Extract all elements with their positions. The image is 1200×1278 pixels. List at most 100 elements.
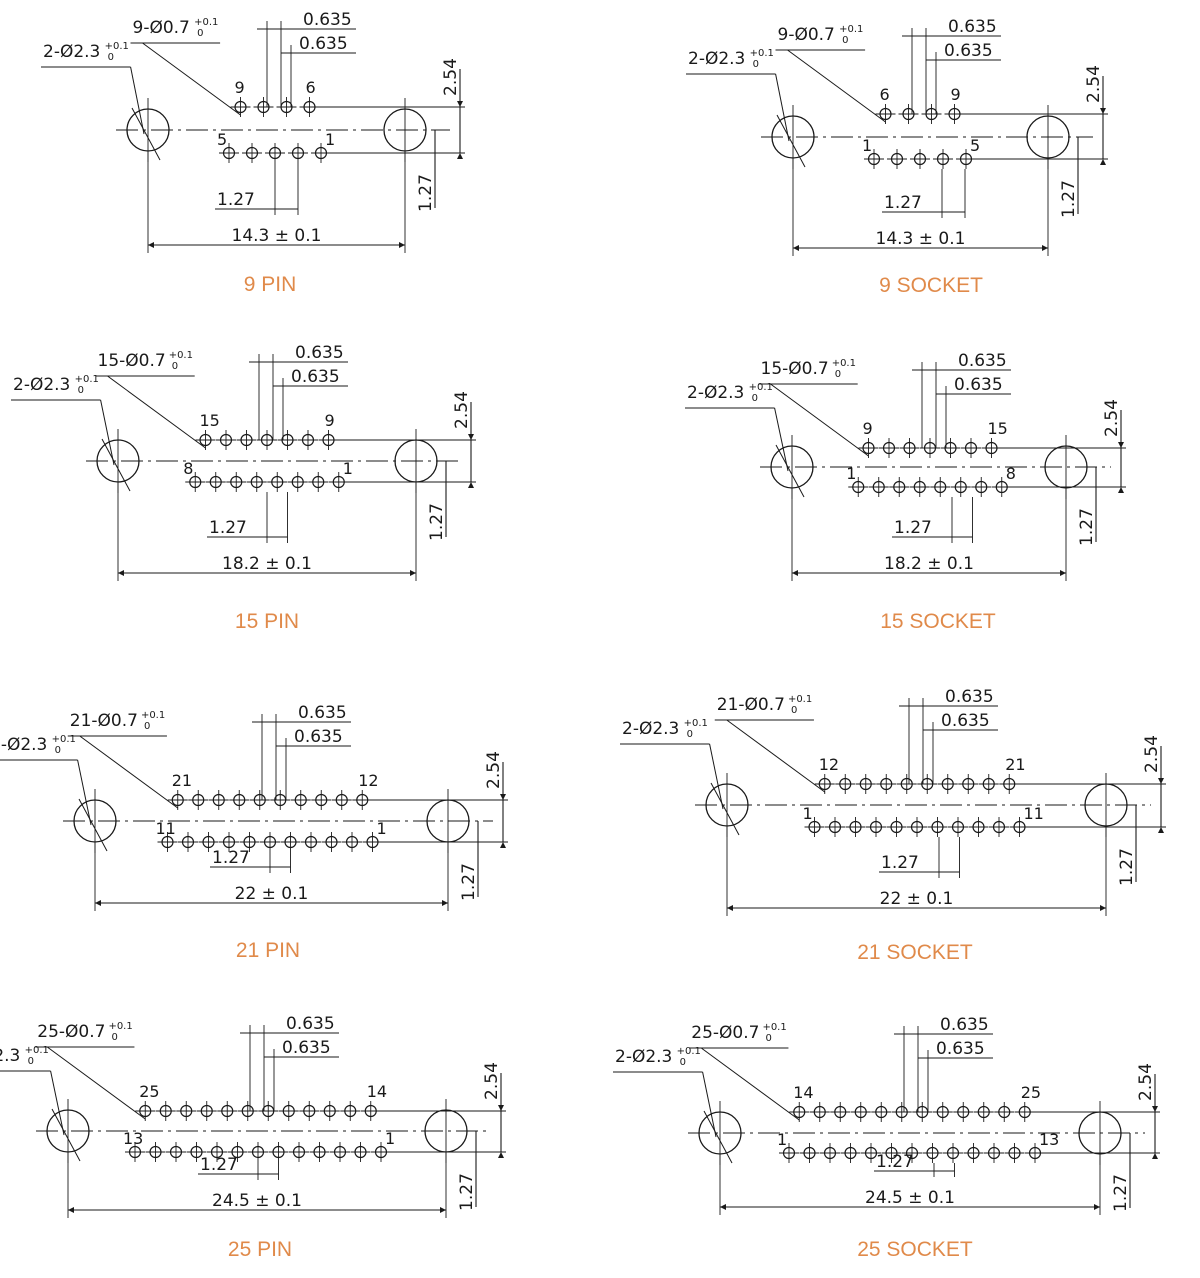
- pin-number-top-right: 12: [358, 771, 378, 790]
- dimension-arrow: [1100, 159, 1106, 165]
- pin-number-bottom-right: 8: [1006, 464, 1016, 483]
- dim-half-gap: 1.27: [1077, 508, 1097, 546]
- dim-offset-b: 0.635: [954, 375, 1003, 395]
- pin-number-top-left: 25: [139, 1082, 159, 1101]
- pin-number-top-right: 25: [1021, 1083, 1041, 1102]
- dimension-arrow: [720, 1204, 726, 1210]
- dim-row-gap: 2.54: [452, 391, 472, 429]
- mounting-hole-leader: [775, 444, 805, 498]
- dim-pitch: 1.27: [212, 848, 250, 868]
- dimension-arrow: [457, 101, 463, 107]
- mount-hole-callout-tol-zero: 0: [752, 393, 758, 404]
- mount-hole-callout-tol-zero: 0: [28, 1056, 34, 1067]
- dim-half-gap: 1.27: [459, 863, 479, 901]
- caption-15-socket: 15 SOCKET: [880, 610, 996, 633]
- dim-offset-a: 0.635: [295, 343, 344, 363]
- dimension-arrow: [1118, 442, 1124, 448]
- mount-hole-callout: 2-Ø2.3: [622, 719, 679, 739]
- pin-number-bottom-right: 1: [385, 1129, 395, 1148]
- dim-row-gap: 2.54: [1084, 65, 1104, 103]
- callout-leader: [107, 375, 206, 449]
- contact-hole-callout: 9-Ø0.7: [133, 18, 190, 38]
- dim-offset-b: 0.635: [291, 367, 340, 387]
- dimension-arrow: [1118, 487, 1124, 493]
- pin-number-top-left: 9: [863, 419, 873, 438]
- contact-hole-callout-tol-zero: 0: [172, 361, 178, 372]
- mount-hole-callout-tol-plus: +0.1: [750, 48, 774, 59]
- dim-overall: 14.3 ± 0.1: [232, 226, 322, 246]
- pin-number-bottom-left: 1: [846, 464, 856, 483]
- mount-hole-callout: 2-Ø2.3: [687, 383, 744, 403]
- contact-hole-callout-tol-plus: +0.1: [839, 24, 863, 35]
- dim-offset-b: 0.635: [299, 34, 348, 54]
- mount-hole-callout: 2-Ø2.3: [0, 1046, 20, 1066]
- pin-number-top-left: 6: [880, 85, 890, 104]
- contact-hole-callout-tol-zero: 0: [791, 705, 797, 716]
- contact-hole-callout: 21-Ø0.7: [70, 711, 138, 731]
- dimension-arrow: [468, 434, 474, 440]
- mount-hole-callout-tol-plus: +0.1: [684, 718, 708, 729]
- pin-number-bottom-left: 11: [156, 819, 176, 838]
- dim-offset-a: 0.635: [948, 17, 997, 37]
- callout-leader: [50, 1070, 65, 1136]
- dim-pitch: 1.27: [217, 190, 255, 210]
- callout-leader: [702, 1071, 717, 1138]
- dim-row-gap: 2.54: [484, 751, 504, 789]
- pin-number-top-left: 9: [235, 78, 245, 97]
- dim-offset-a: 0.635: [945, 687, 994, 707]
- contact-hole-callout-tol-zero: 0: [835, 369, 841, 380]
- pin-number-bottom-right: 1: [377, 819, 387, 838]
- contact-hole-callout-tol-plus: +0.1: [832, 358, 856, 369]
- dimension-arrow: [1158, 827, 1164, 833]
- pin-number-top-left: 21: [172, 771, 192, 790]
- mount-hole-callout: 2-Ø2.3: [0, 735, 47, 755]
- dim-offset-b: 0.635: [936, 1039, 985, 1059]
- dim-overall: 24.5 ± 0.1: [212, 1191, 302, 1211]
- pin-number-bottom-left: 1: [803, 804, 813, 823]
- mount-hole-callout-tol-plus: +0.1: [52, 734, 76, 745]
- pin-number-bottom-left: 1: [777, 1130, 787, 1149]
- mount-hole-callout: 2-Ø2.3: [615, 1047, 672, 1067]
- mount-hole-callout: 2-Ø2.3: [688, 49, 745, 69]
- dim-overall: 24.5 ± 0.1: [865, 1188, 955, 1208]
- dimension-arrow: [500, 794, 506, 800]
- caption-9-pin: 9 PIN: [244, 273, 297, 296]
- pin-number-bottom-right: 1: [325, 130, 335, 149]
- dimension-arrow: [410, 570, 416, 576]
- callout-leader: [77, 759, 92, 826]
- dim-half-gap: 1.27: [1059, 180, 1079, 218]
- pin-number-bottom-right: 13: [1039, 1130, 1059, 1149]
- dim-row-gap: 2.54: [1102, 399, 1122, 437]
- dim-row-gap: 2.54: [482, 1062, 502, 1100]
- mounting-hole-leader: [78, 798, 108, 852]
- contact-hole-callout-tol-plus: +0.1: [762, 1022, 786, 1033]
- dim-pitch: 1.27: [209, 518, 247, 538]
- contact-hole-callout-tol-plus: +0.1: [108, 1021, 132, 1032]
- pin-number-top-right: 9: [951, 85, 961, 104]
- caption-21-pin: 21 PIN: [236, 939, 300, 962]
- pin-number-top-right: 21: [1005, 755, 1025, 774]
- mount-hole-callout: 2-Ø2.3: [43, 42, 100, 62]
- dimension-arrow: [148, 242, 154, 248]
- contact-hole-callout-tol-plus: +0.1: [141, 710, 165, 721]
- dim-overall: 14.3 ± 0.1: [876, 229, 966, 249]
- pin-number-top-left: 15: [200, 411, 220, 430]
- callout-leader: [79, 735, 179, 809]
- mount-hole-callout-tol-zero: 0: [687, 729, 693, 740]
- dimension-arrow: [500, 842, 506, 848]
- dimension-arrow: [457, 153, 463, 159]
- dimension-arrow: [1100, 108, 1106, 114]
- dim-offset-b: 0.635: [282, 1038, 331, 1058]
- dim-row-gap: 2.54: [1142, 735, 1162, 773]
- dimension-arrow: [498, 1105, 504, 1111]
- pin-number-bottom-right: 11: [1024, 804, 1044, 823]
- dim-half-gap: 1.27: [416, 174, 436, 212]
- dim-offset-b: 0.635: [944, 41, 993, 61]
- dimension-arrow: [468, 482, 474, 488]
- dimension-arrow: [1042, 245, 1048, 251]
- dim-pitch: 1.27: [881, 853, 919, 873]
- dim-offset-a: 0.635: [286, 1014, 335, 1034]
